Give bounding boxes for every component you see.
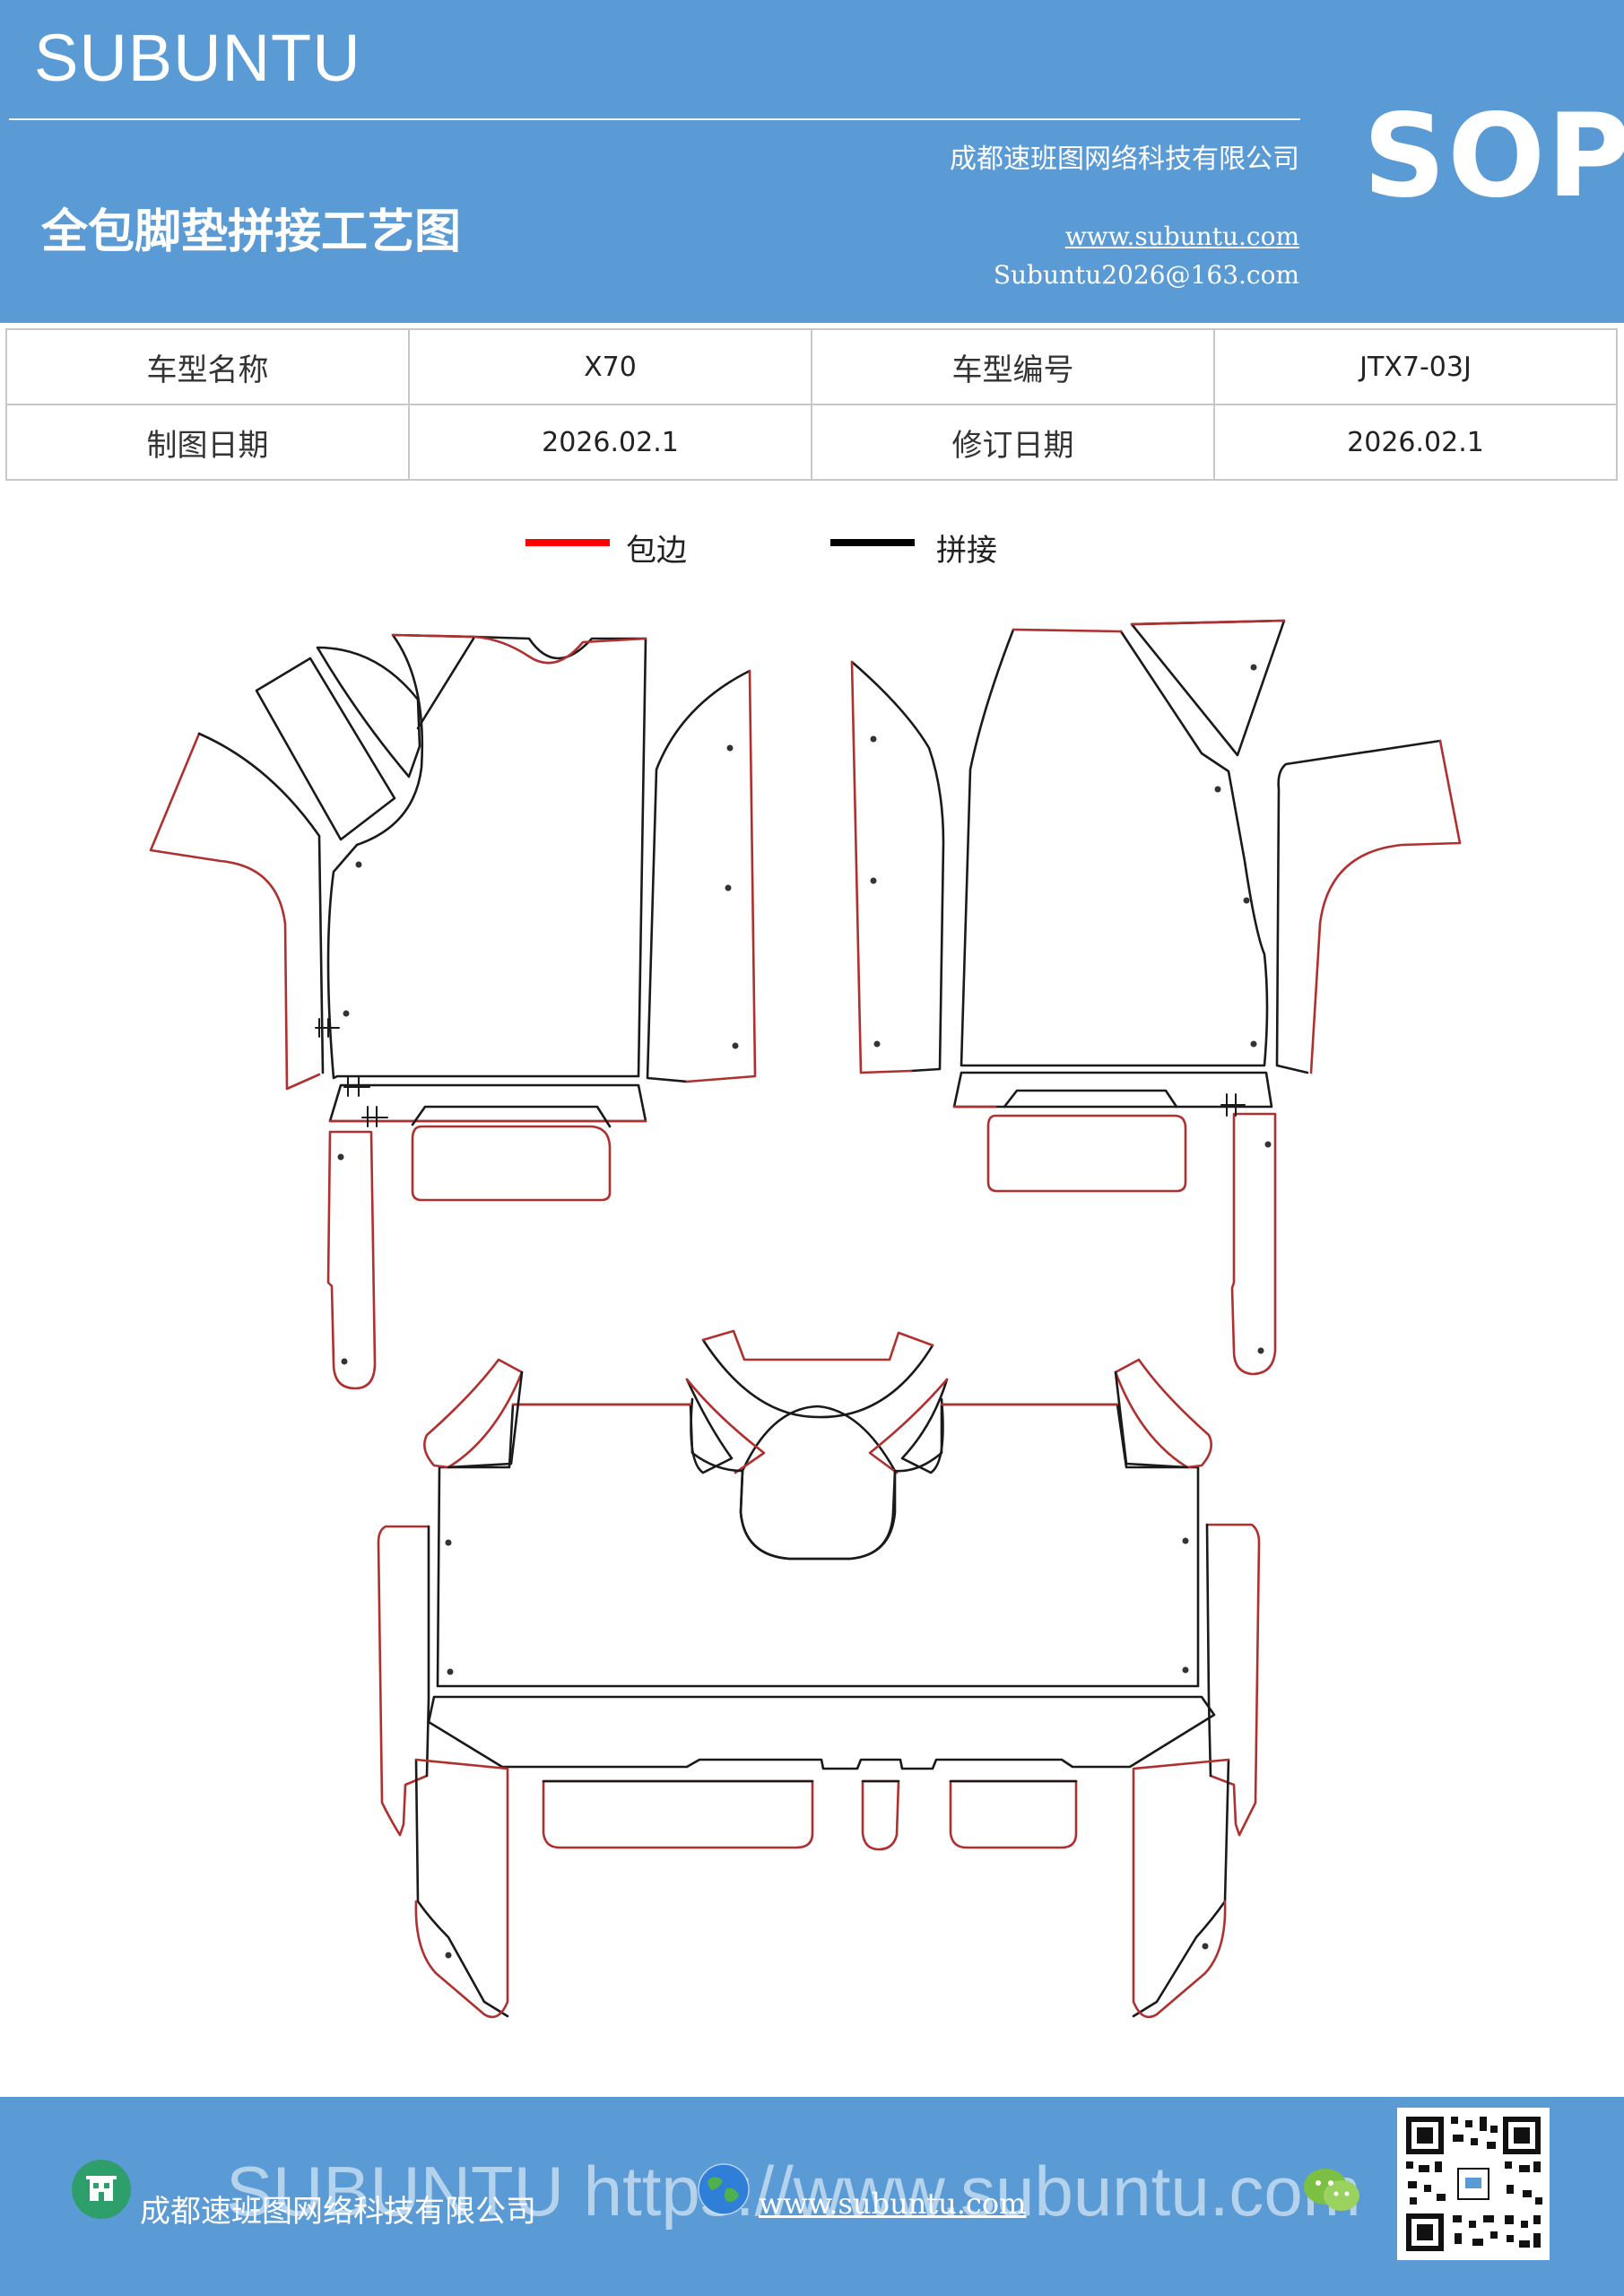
left-inner-side-panel	[646, 669, 751, 1083]
rear-lower-step-panel	[427, 1695, 1216, 1770]
rear-right-pad	[949, 1779, 1078, 1849]
rear-left-outer-wing	[423, 1358, 524, 1469]
rear-main-floor-panel	[436, 1403, 1200, 1688]
rear-tunnel-body	[739, 1405, 897, 1561]
legend: 包边 拼接	[0, 527, 1624, 572]
document-title: 全包脚垫拼接工艺图	[41, 204, 462, 259]
sop-badge: SOP	[1363, 90, 1624, 223]
footer-watermark: SUBUNTU https://www.subuntu.com	[226, 2152, 1361, 2231]
rear-mat-group	[377, 1329, 1261, 2019]
right-outer-side-panel	[1275, 739, 1442, 1074]
model-name-label: 车型名称	[5, 328, 410, 405]
qr-code[interactable]	[1397, 2108, 1550, 2260]
rear-lower-left-leg	[414, 1758, 509, 2018]
model-code-value: JTX7-03J	[1213, 328, 1618, 405]
header-banner: SUBUNTU 成都速班图网络科技有限公司 全包脚垫拼接工艺图 www.subu…	[0, 0, 1624, 323]
legend-edge-label: 包边	[626, 533, 687, 569]
hole-dots	[337, 744, 739, 1365]
left-main-floor-panel	[326, 633, 647, 1080]
right-lower-step-panel	[952, 1071, 1273, 1109]
rear-right-outer-wing	[1114, 1358, 1212, 1469]
contact-email: Subuntu2026@163.com	[993, 260, 1299, 290]
left-small-pad	[411, 1125, 612, 1202]
footer-website-link[interactable]: www.subuntu.com	[759, 2187, 1027, 2221]
company-name: 成都速班图网络科技有限公司	[950, 144, 1299, 175]
website-link[interactable]: www.subuntu.com	[1064, 222, 1299, 251]
stop-mark	[1220, 1093, 1246, 1117]
rear-right-inner-wing	[900, 1378, 949, 1474]
right-front-mat-group	[850, 619, 1462, 1376]
right-small-pad	[986, 1114, 1187, 1193]
model-code-label: 车型编号	[811, 328, 1215, 405]
left-wedge-panel	[316, 646, 421, 778]
right-narrow-strip	[1230, 1112, 1277, 1376]
rear-left-side-strip	[377, 1525, 430, 1837]
rear-tunnel-cap	[701, 1338, 934, 1419]
drawing-date-label: 制图日期	[5, 404, 410, 481]
hole-dots	[445, 1537, 1209, 1959]
right-main-floor-panel	[960, 628, 1269, 1067]
right-triangle-panel	[1130, 619, 1286, 757]
legend-edge-swatch	[525, 539, 610, 546]
left-outer-side-panel	[149, 732, 321, 1091]
table-row: 制图日期 2026.02.1 修订日期 2026.02.1	[5, 404, 1618, 481]
floor-mat-pattern-drawing	[149, 619, 1462, 2019]
rear-lower-right-leg	[1132, 1758, 1230, 2018]
footer-banner: SUBUNTU https://www.subuntu.com 成都速班图网络科…	[0, 2097, 1624, 2296]
footer-company-name: 成都速班图网络科技有限公司	[140, 2194, 536, 2230]
left-narrow-strip	[326, 1130, 377, 1390]
revision-date-label: 修订日期	[811, 404, 1215, 481]
vehicle-info-table: 车型名称 X70 车型编号 JTX7-03J 制图日期 2026.02.1 修订…	[5, 328, 1618, 481]
legend-seam-swatch	[830, 539, 915, 546]
globe-icon	[696, 2161, 751, 2217]
rear-center-pad	[861, 1779, 900, 1851]
stop-mark	[315, 1018, 388, 1127]
rear-left-inner-wing	[685, 1378, 734, 1474]
hole-dots	[870, 664, 1272, 1354]
rear-left-pad	[542, 1779, 814, 1849]
drawing-date-value: 2026.02.1	[408, 404, 812, 481]
rear-right-side-strip	[1205, 1523, 1261, 1837]
header-divider	[9, 118, 1300, 120]
left-front-mat-group	[149, 633, 757, 1390]
brand-logo-text: SUBUNTU	[34, 21, 361, 95]
left-slanted-panel	[255, 657, 396, 841]
revision-date-value: 2026.02.1	[1213, 404, 1618, 481]
table-row: 车型名称 X70 车型编号 JTX7-03J	[5, 328, 1618, 405]
company-building-icon	[72, 2160, 131, 2219]
right-inner-side-panel	[850, 660, 945, 1073]
legend-seam-label: 拼接	[936, 533, 997, 569]
wechat-icon	[1302, 2165, 1361, 2217]
model-name-value: X70	[408, 328, 812, 405]
